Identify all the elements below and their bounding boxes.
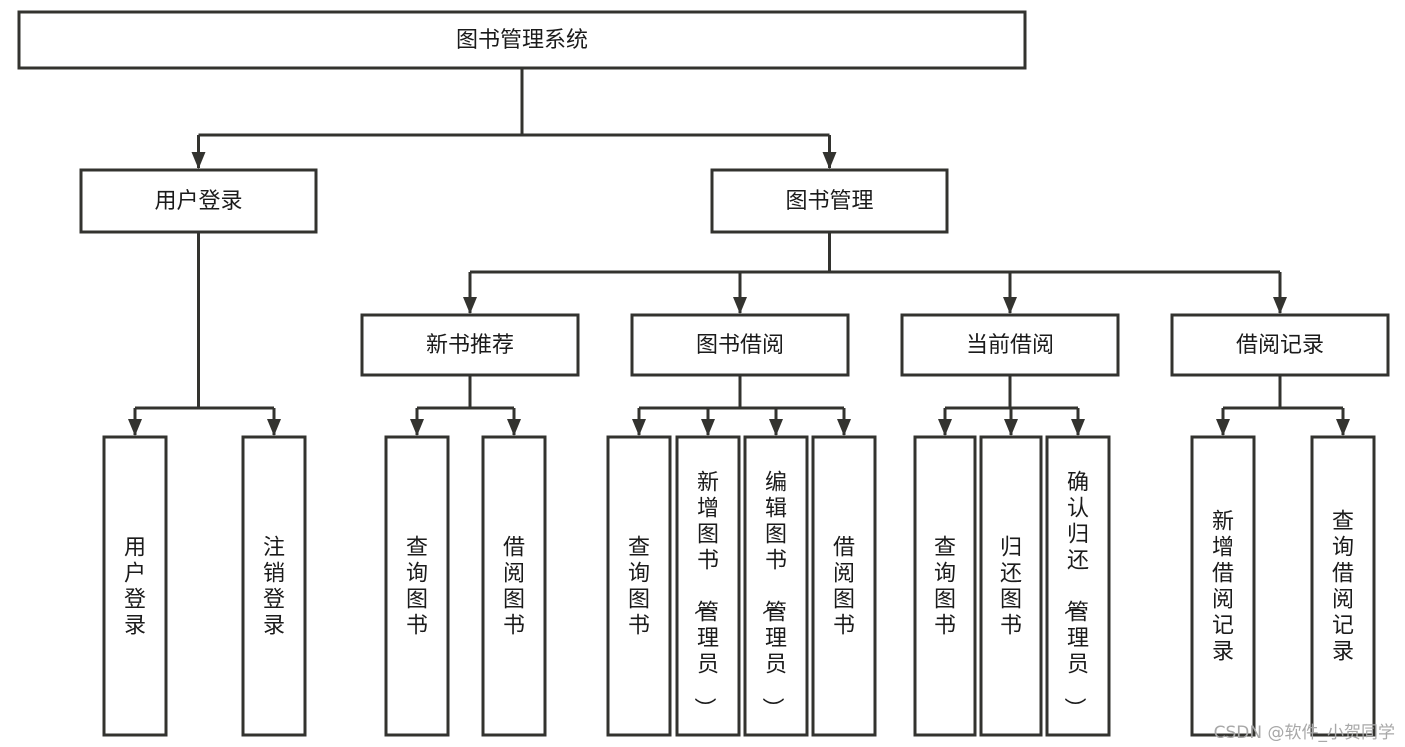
node-box[interactable] <box>17 10 1027 70</box>
node-label: 确认归还（管理员） <box>1061 470 1089 719</box>
node-label: 查询借阅记录 <box>1332 509 1354 664</box>
node-box[interactable] <box>630 313 850 377</box>
arrow-head-icon <box>410 419 424 436</box>
node-box[interactable] <box>900 313 1120 377</box>
connector-group <box>128 232 281 436</box>
node-label: 编辑图书（管理员） <box>759 470 787 719</box>
node-leaf-query-book-borrow[interactable]: 查询图书 <box>606 435 672 737</box>
node-label: 图书管理 <box>785 189 873 214</box>
arrow-head-icon <box>128 419 142 436</box>
arrow-head-icon <box>267 419 281 436</box>
arrow-head-icon <box>733 297 747 314</box>
node-current-borrow[interactable]: 当前借阅 <box>900 313 1120 377</box>
node-box[interactable] <box>710 168 949 234</box>
arrow-head-icon <box>1004 419 1018 436</box>
node-label: 借阅图书 <box>503 535 525 638</box>
arrow-head-icon <box>822 152 837 169</box>
node-label: 归还图书 <box>1000 535 1022 638</box>
node-box[interactable] <box>743 435 809 737</box>
connector-layer <box>128 68 1350 436</box>
node-label: 用户登录 <box>124 535 146 638</box>
node-book-borrow[interactable]: 图书借阅 <box>630 313 850 377</box>
node-label: 查询图书 <box>628 535 650 638</box>
node-leaf-query-book-current[interactable]: 查询图书 <box>913 435 977 737</box>
node-label: 查询图书 <box>934 535 956 638</box>
node-box[interactable] <box>979 435 1043 737</box>
node-box[interactable] <box>79 168 318 234</box>
node-box[interactable] <box>1190 435 1256 737</box>
node-layer: 图书管理系统用户登录图书管理新书推荐图书借阅当前借阅借阅记录用户登录注销登录查询… <box>17 10 1390 737</box>
node-leaf-query-book-rec[interactable]: 查询图书 <box>384 435 450 737</box>
node-box[interactable] <box>913 435 977 737</box>
connector-group <box>1216 375 1350 436</box>
arrow-head-icon <box>1003 297 1017 314</box>
arrow-head-icon <box>1216 419 1230 436</box>
node-label: 新书推荐 <box>426 333 514 358</box>
connector-group <box>463 232 1287 314</box>
node-label: 查询图书 <box>406 535 428 638</box>
node-new-book-rec[interactable]: 新书推荐 <box>360 313 580 377</box>
connector-group <box>632 375 851 436</box>
node-box[interactable] <box>811 435 877 737</box>
node-box[interactable] <box>384 435 450 737</box>
arrow-head-icon <box>1071 419 1085 436</box>
connector-group <box>191 68 837 169</box>
node-label: 新增借阅记录 <box>1212 509 1234 664</box>
node-user-login[interactable]: 用户登录 <box>79 168 318 234</box>
node-box[interactable] <box>102 435 168 737</box>
node-leaf-confirm-return[interactable]: 确认归还（管理员） <box>1045 435 1111 737</box>
node-leaf-return-book[interactable]: 归还图书 <box>979 435 1043 737</box>
arrow-head-icon <box>632 419 646 436</box>
arrow-head-icon <box>701 419 715 436</box>
node-box[interactable] <box>481 435 547 737</box>
arrow-head-icon <box>1273 297 1287 314</box>
node-leaf-borrow-book[interactable]: 借阅图书 <box>811 435 877 737</box>
arrow-head-icon <box>507 419 521 436</box>
node-label: 借阅图书 <box>833 535 855 638</box>
node-box[interactable] <box>1045 435 1111 737</box>
node-leaf-add-record[interactable]: 新增借阅记录 <box>1190 435 1256 737</box>
node-box[interactable] <box>1170 313 1390 377</box>
node-leaf-add-book[interactable]: 新增图书（管理员） <box>675 435 741 737</box>
node-leaf-logout[interactable]: 注销登录 <box>241 435 307 737</box>
connector-group <box>938 375 1085 436</box>
node-label: 当前借阅 <box>966 333 1054 358</box>
node-box[interactable] <box>606 435 672 737</box>
node-book-manage[interactable]: 图书管理 <box>710 168 949 234</box>
arrow-head-icon <box>938 419 952 436</box>
node-label: 注销登录 <box>263 535 285 638</box>
node-label: 新增图书（管理员） <box>691 470 719 719</box>
node-leaf-query-record[interactable]: 查询借阅记录 <box>1310 435 1376 737</box>
node-label: 借阅记录 <box>1236 333 1324 358</box>
node-label: 图书借阅 <box>696 333 784 358</box>
node-leaf-user-login[interactable]: 用户登录 <box>102 435 168 737</box>
node-root[interactable]: 图书管理系统 <box>17 10 1027 70</box>
node-label: 用户登录 <box>154 189 242 214</box>
connector-group <box>410 375 521 436</box>
node-leaf-edit-book[interactable]: 编辑图书（管理员） <box>743 435 809 737</box>
arrow-head-icon <box>191 152 206 169</box>
watermark-label: CSDN @软件_小贺同学 <box>1213 723 1395 743</box>
arrow-head-icon <box>769 419 783 436</box>
arrow-head-icon <box>463 297 477 314</box>
node-label: 图书管理系统 <box>456 28 588 53</box>
arrow-head-icon <box>837 419 851 436</box>
arrow-head-icon <box>1336 419 1350 436</box>
node-box[interactable] <box>675 435 741 737</box>
node-box[interactable] <box>1310 435 1376 737</box>
node-box[interactable] <box>360 313 580 377</box>
node-leaf-borrow-book-rec[interactable]: 借阅图书 <box>481 435 547 737</box>
node-borrow-record[interactable]: 借阅记录 <box>1170 313 1390 377</box>
node-box[interactable] <box>241 435 307 737</box>
